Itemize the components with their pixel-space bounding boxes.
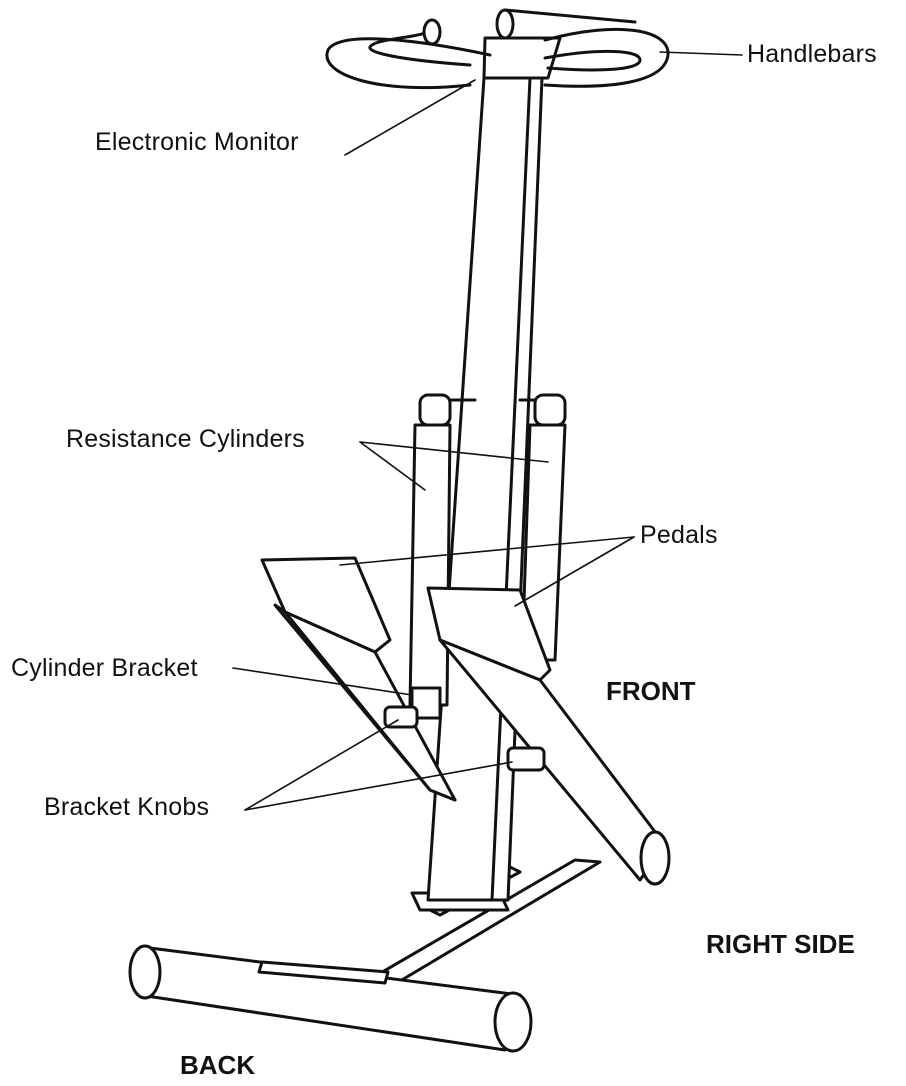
handlebars-label: Handlebars xyxy=(747,40,877,68)
handlebar-left xyxy=(325,18,492,90)
cylinder-bracket-label: Cylinder Bracket xyxy=(11,654,198,682)
resistance-cylinders-label: Resistance Cylinders xyxy=(66,425,305,453)
pedals-label: Pedals xyxy=(640,521,718,549)
right-resistance-cylinder xyxy=(518,393,567,662)
right-bracket-knob xyxy=(506,746,546,772)
left-pedal xyxy=(260,556,457,802)
right-pedal xyxy=(426,586,671,886)
leader-lines xyxy=(232,51,743,811)
electronic-monitor xyxy=(482,36,562,80)
left-bracket-knob xyxy=(383,705,419,729)
electronic-monitor-label: Electronic Monitor xyxy=(95,128,299,156)
handlebar-right xyxy=(495,8,670,88)
bracket-knobs-label: Bracket Knobs xyxy=(44,793,210,821)
front-orientation-label: FRONT xyxy=(606,676,696,706)
right-side-orientation-label: RIGHT SIDE xyxy=(706,929,855,959)
back-orientation-label: BACK xyxy=(180,1050,256,1080)
back-foot-tube xyxy=(128,944,533,1053)
